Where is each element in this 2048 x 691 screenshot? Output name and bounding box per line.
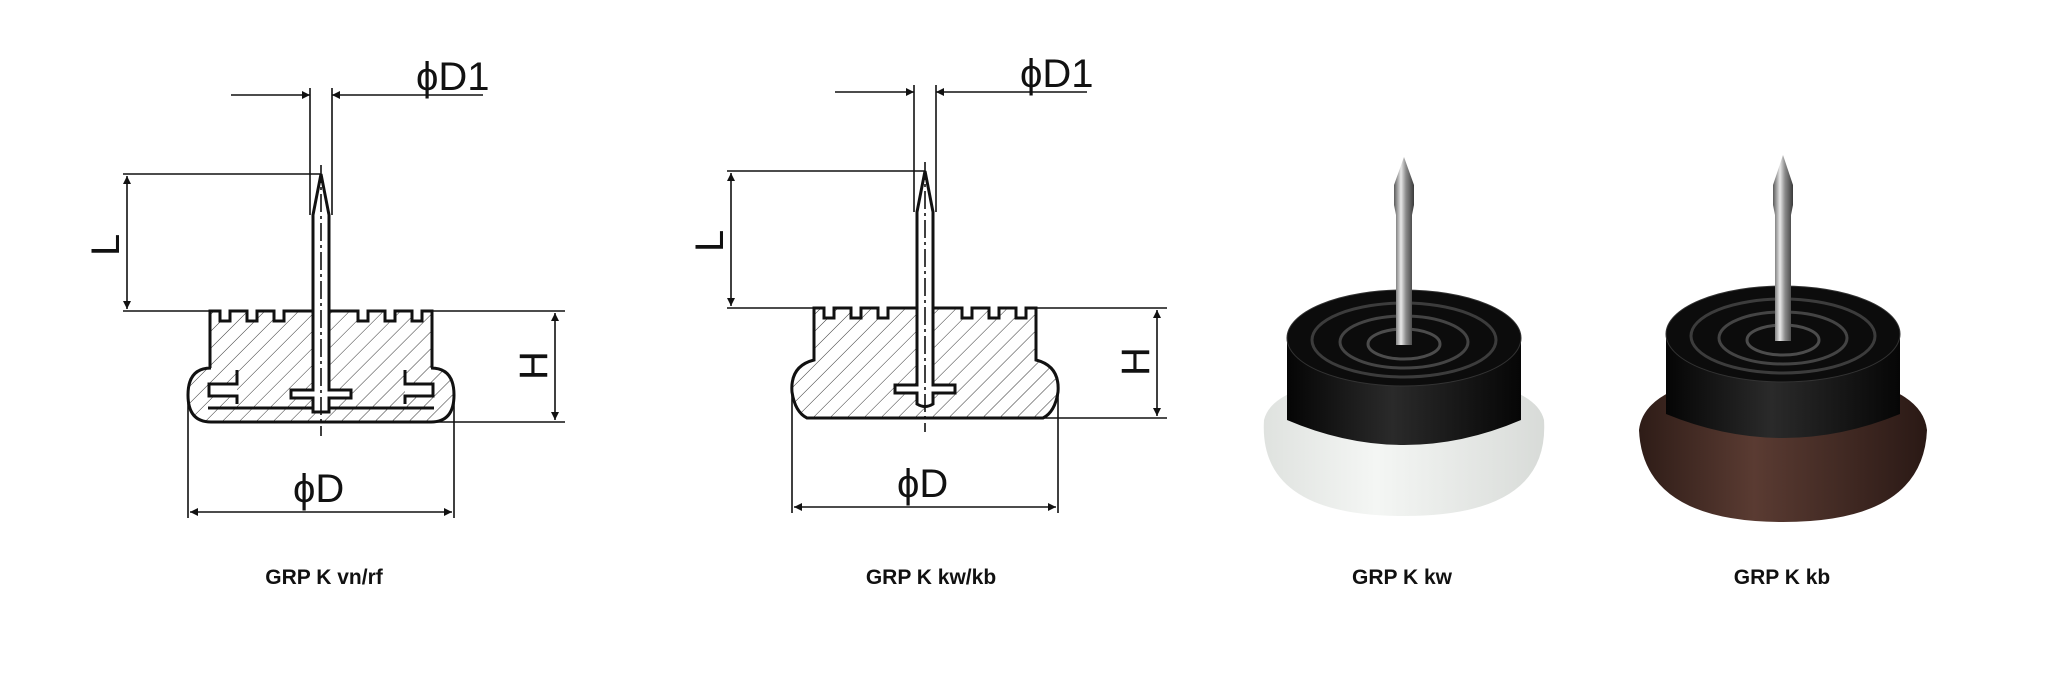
dimension-label-d: ϕD xyxy=(293,467,344,511)
dimension-label-d1: ϕD1 xyxy=(1020,52,1094,96)
caption-kw-kb: GRP K kw/kb xyxy=(865,566,997,589)
dimension-label-h: H xyxy=(512,351,556,380)
dimension-label-h: H xyxy=(1114,347,1158,376)
caption-kb: GRP K kb xyxy=(1733,566,1831,589)
flange-slot-left xyxy=(207,370,239,404)
product-photo-kw xyxy=(1263,157,1545,516)
drawing-kw-kb: ϕD1 L H ϕD xyxy=(688,52,1167,513)
dimension-label-d: ϕD xyxy=(897,462,948,506)
drawing-vn-rf: ϕD1 L H ϕD xyxy=(84,55,565,518)
product-photo-kb xyxy=(1639,155,1927,522)
flange-slot-right xyxy=(403,370,435,404)
dimension-label-l: L xyxy=(84,234,128,256)
pin xyxy=(1773,155,1793,341)
pin xyxy=(1394,157,1414,345)
dimension-label-d1: ϕD1 xyxy=(416,55,490,99)
caption-kw: GRP K kw xyxy=(1352,566,1452,589)
dimension-label-l: L xyxy=(688,230,732,252)
caption-vn-rf: GRP K vn/rf xyxy=(265,566,383,589)
